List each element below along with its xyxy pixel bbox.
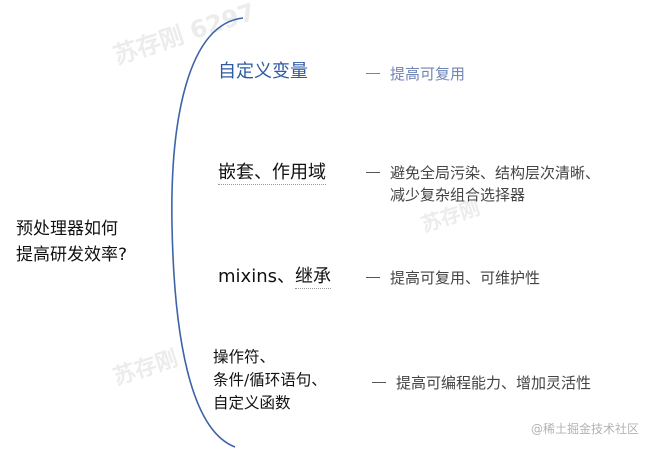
topic-label: mixins、 bbox=[218, 266, 295, 287]
root-topic-line: 预处理器如何 bbox=[16, 219, 118, 239]
detail-custom-variables: 提高可复用 bbox=[366, 63, 465, 85]
detail-operators-control-functions: 提高可编程能力、增加灵活性 bbox=[372, 372, 591, 394]
detail-nesting-scope: 避免全局污染、结构层次清晰、 减少复杂组合选择器 bbox=[366, 162, 600, 206]
detail-text: 避免全局污染、结构层次清晰、 bbox=[390, 164, 601, 182]
topic-label: 继承 bbox=[294, 266, 331, 289]
detail-text: 减少复杂组合选择器 bbox=[390, 186, 526, 204]
source-credit: @稀土掘金技术社区 bbox=[530, 422, 639, 436]
topic-label-line: 自定义函数 bbox=[213, 394, 291, 412]
topic-custom-variables: 自定义变量 bbox=[218, 61, 308, 82]
dash-connector bbox=[372, 382, 386, 383]
topic-label: 嵌套、作用域 bbox=[218, 162, 326, 185]
detail-text: 提高可编程能力、增加灵活性 bbox=[396, 374, 592, 392]
dash-connector bbox=[366, 73, 380, 74]
topic-mixins-inheritance: mixins、继承 bbox=[218, 265, 331, 289]
detail-text: 提高可复用、可维护性 bbox=[390, 269, 541, 287]
detail-text: 提高可复用 bbox=[390, 65, 466, 83]
detail-mixins-inheritance: 提高可复用、可维护性 bbox=[366, 267, 540, 289]
topic-label-line: 条件/循环语句、 bbox=[213, 371, 327, 389]
topic-nesting-scope: 嵌套、作用域 bbox=[218, 161, 326, 185]
root-topic-line: 提高研发效率? bbox=[16, 245, 128, 265]
dash-connector bbox=[366, 172, 380, 173]
brace-curve bbox=[171, 17, 244, 448]
topic-label-line: 操作符、 bbox=[213, 348, 276, 366]
root-topic: 预处理器如何 提高研发效率? bbox=[16, 216, 127, 268]
topic-operators-control-functions: 操作符、 条件/循环语句、 自定义函数 bbox=[213, 346, 327, 415]
dash-connector bbox=[366, 277, 380, 278]
